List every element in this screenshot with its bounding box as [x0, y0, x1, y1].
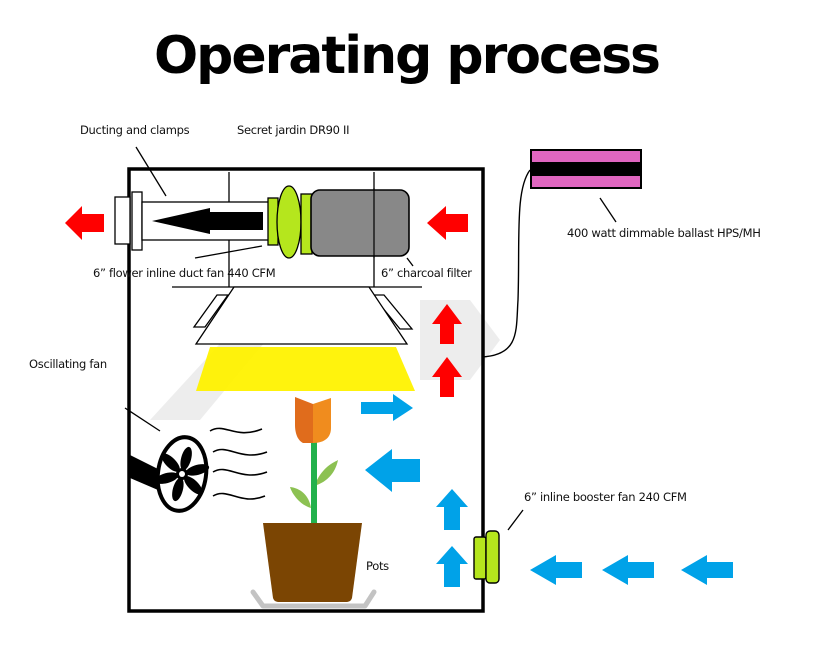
inline-duct-fan	[267, 185, 313, 259]
wind-lines	[209, 427, 268, 500]
intake-arrow	[681, 555, 733, 585]
airflow-arrow-right	[361, 394, 413, 421]
leader-line	[507, 509, 524, 531]
page-title: Operating process	[153, 26, 661, 86]
plant	[290, 397, 338, 523]
label-pots: Pots	[366, 559, 389, 573]
label-charcoal-filter: 6” charcoal filter	[381, 266, 472, 280]
charcoal-filter	[310, 189, 410, 257]
label-tent-model: Secret jardin DR90 II	[237, 123, 350, 137]
airflow-arrow-left	[365, 449, 420, 492]
leader-line	[124, 407, 161, 432]
label-booster-fan: 6” inline booster fan 240 CFM	[524, 490, 687, 504]
booster-fan	[473, 530, 500, 584]
pot-tray	[250, 589, 377, 609]
heat-rise-arrow	[432, 304, 462, 344]
reflector-hood	[192, 286, 414, 345]
exhaust-arrow-out	[65, 206, 104, 240]
leader-line	[194, 245, 263, 259]
tent-frame	[127, 167, 485, 613]
power-cord	[481, 169, 531, 358]
ballast	[530, 149, 642, 189]
pot	[263, 523, 362, 602]
airflow-arrow-up	[436, 489, 468, 530]
leader-line	[135, 146, 167, 197]
oscillating-fan	[130, 435, 210, 513]
label-ducting: Ducting and clamps	[80, 123, 190, 137]
intake-arrow-filter	[427, 206, 468, 240]
leader-line	[406, 257, 414, 267]
heat-rise-arrow	[432, 357, 462, 397]
airflow-arrow-up	[436, 546, 468, 587]
grow-light-beam	[196, 347, 415, 391]
exhaust-direction-arrow	[152, 208, 263, 234]
intake-arrow	[530, 555, 582, 585]
label-duct-fan: 6” flower inline duct fan 440 CFM	[93, 266, 276, 280]
ducting	[114, 191, 271, 251]
intake-arrow	[602, 555, 654, 585]
label-oscillating-fan: Oscillating fan	[29, 357, 107, 371]
label-ballast: 400 watt dimmable ballast HPS/MH	[567, 226, 761, 240]
leader-line	[599, 197, 617, 223]
